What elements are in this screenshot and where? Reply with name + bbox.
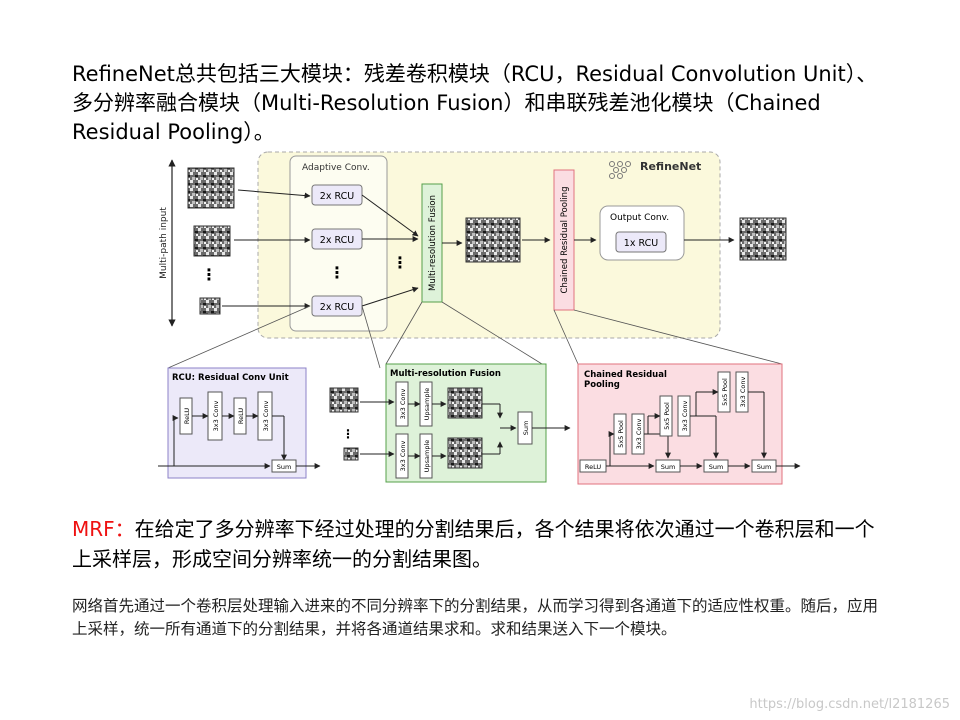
crp-pool-1: 5x5 Pool <box>617 420 625 448</box>
refinenet-logo-icon <box>609 161 631 179</box>
rcu-conv-1: 3x3 Conv <box>212 401 220 432</box>
mrf-upsample-2: Upsample <box>423 440 431 473</box>
input-image-2 <box>193 225 231 257</box>
body-paragraph: 网络首先通过一个卷积层处理输入进来的不同分辨率下的分割结果，从而学习得到各通道下… <box>72 597 879 638</box>
refinenet-logo-label: RefineNet <box>640 160 701 173</box>
rcu-sum: Sum <box>277 463 292 471</box>
mrf-conv-2: 3x3 Conv <box>399 441 407 472</box>
mrf-sum: Sum <box>522 421 530 436</box>
rcu-2x-label-1: 2x RCU <box>320 191 354 202</box>
fused-image <box>465 217 521 263</box>
crp-sum-2: Sum <box>709 463 724 471</box>
mrf-upsample-1: Upsample <box>423 388 431 421</box>
rcu-conv-2: 3x3 Conv <box>262 401 270 432</box>
rcu-relu-2: ReLU <box>237 408 245 425</box>
crp-sum-3: Sum <box>757 463 772 471</box>
intro-paragraph: RefineNet总共包括三大模块：残差卷积模块（RCU，Residual Co… <box>72 62 878 144</box>
crp-panel-title-2: Pooling <box>584 380 620 390</box>
crp-panel-title-1: Chained Residual <box>584 370 667 380</box>
rcu-1x-box <box>615 231 667 253</box>
mrf-lead: MRF： <box>72 517 135 541</box>
mrf-vertical-label: Multi-resolution Fusion <box>428 195 438 291</box>
crp-conv-2: 3x3 Conv <box>681 401 689 432</box>
rcu-ellipsis: ⋮ <box>329 263 345 282</box>
crp-pool-3: 5x5 Pool <box>721 378 729 406</box>
mrf-paragraph: MRF：在给定了多分辨率下经过处理的分割结果后，各个结果将依次通过一个卷积层和一… <box>72 514 892 574</box>
adaptive-conv-label: Adaptive Conv. <box>302 163 370 173</box>
input-ellipsis: ⋮ <box>201 265 217 284</box>
mrf-input-image-1 <box>329 387 359 413</box>
crp-sum-1: Sum <box>661 463 676 471</box>
multi-path-input-label: Multi-path input <box>159 207 169 279</box>
rcu-panel-title: RCU: Residual Conv Unit <box>172 373 289 383</box>
watermark: https://blog.csdn.net/l2181265 <box>749 697 950 712</box>
refinenet-diagram: RefineNet Multi-path input ⋮ Adaptive Co… <box>158 151 801 485</box>
mrf-conv-1: 3x3 Conv <box>399 389 407 420</box>
rcu-1x-label: 1x RCU <box>624 238 658 249</box>
crp-pool-2: 5x5 Pool <box>663 402 671 430</box>
input-image-1 <box>187 167 235 209</box>
crp-conv-1: 3x3 Conv <box>635 419 643 450</box>
input-image-3 <box>199 297 221 315</box>
mrf-upsampled-image-1 <box>447 387 483 419</box>
crp-vertical-label: Chained Residual Pooling <box>560 187 570 294</box>
crp-relu: ReLU <box>585 463 602 471</box>
mrf-input-image-2 <box>343 447 359 461</box>
output-image <box>739 217 787 261</box>
output-conv-label: Output Conv. <box>610 213 669 223</box>
fusion-ellipsis: ⋮ <box>392 253 408 272</box>
mrf-upsampled-image-2 <box>447 437 483 469</box>
mrf-input-ellipsis: ⋮ <box>342 427 354 441</box>
rcu-2x-label-2: 2x RCU <box>320 235 354 246</box>
mrf-text: 在给定了多分辨率下经过处理的分割结果后，各个结果将依次通过一个卷积层和一个上采样… <box>72 517 875 571</box>
crp-conv-3: 3x3 Conv <box>739 377 747 408</box>
rcu-2x-label-3: 2x RCU <box>320 302 354 313</box>
rcu-relu-1: ReLU <box>183 408 191 425</box>
mrf-panel-title: Multi-resolution Fusion <box>390 369 501 379</box>
